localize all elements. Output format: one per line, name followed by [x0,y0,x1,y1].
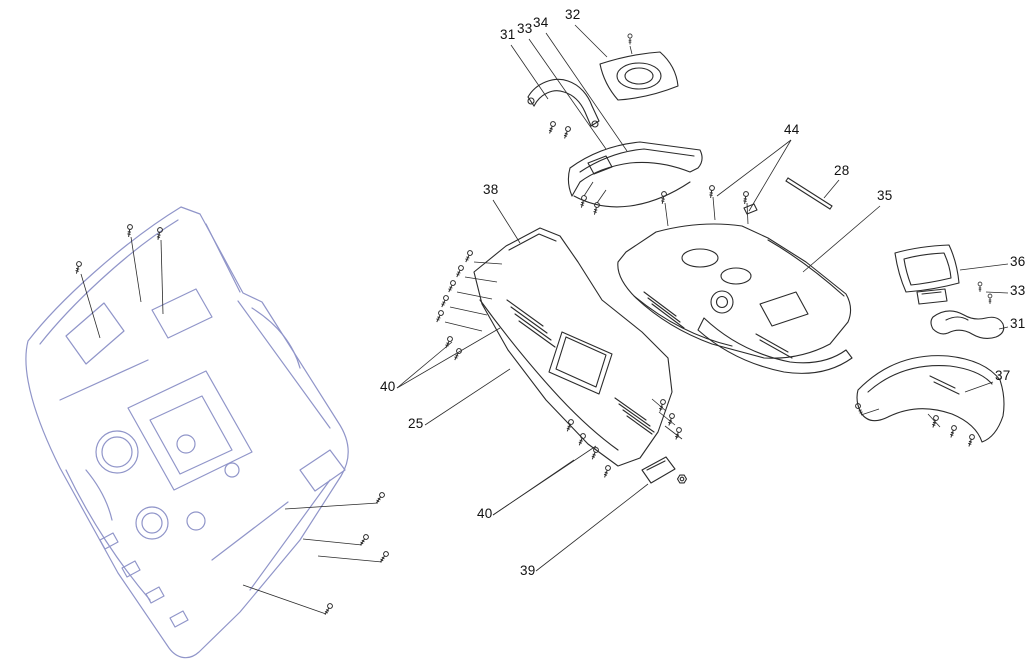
chassis-body-assembly [25,206,349,659]
part-box-36 [894,244,960,305]
part-strip-39 [641,456,688,484]
part-console-35-44 [617,203,853,374]
part-rod-28 [785,177,833,210]
part-fender-37 [856,355,1005,443]
callout-leader-lines [396,24,1009,572]
part-cap-32 [599,51,679,101]
chassis-fasteners [73,223,390,617]
loose-fasteners [434,33,993,479]
part-front-panel-38-25 [473,227,673,467]
part-pipe-31 [930,310,1005,340]
part-support-handle-31 [527,78,600,128]
part-mid-panel-33-34 [567,141,703,208]
chassis-fastener-leaders [80,236,383,615]
fastener-connector-lines [444,45,941,440]
